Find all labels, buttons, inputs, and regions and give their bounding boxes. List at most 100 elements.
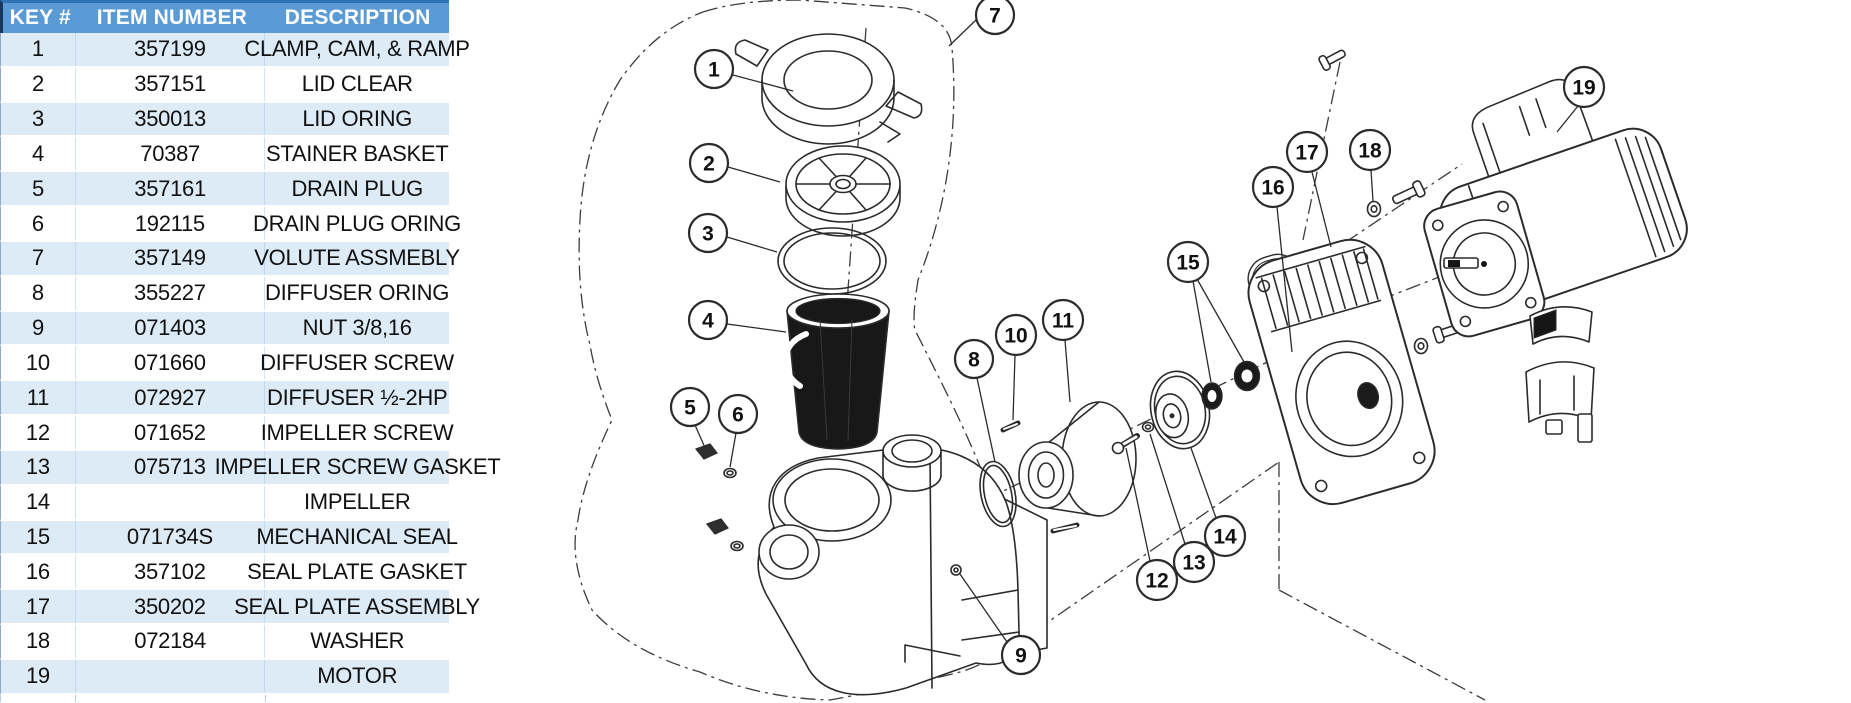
impeller-screw-gasket-drawing	[1141, 421, 1155, 433]
desc-cell: IMPELLER SCREW	[260, 419, 454, 445]
callout-balloon-16	[1251, 165, 1295, 209]
desc-cell: WASHER	[310, 628, 405, 654]
callout-leader-13	[1149, 433, 1186, 545]
header-description: DESCRIPTION	[284, 6, 431, 29]
desc-cell: VOLUTE ASSMEBLY	[254, 245, 460, 271]
callout-balloon-4	[687, 299, 729, 341]
item-cell: 350013	[76, 102, 266, 136]
callout-balloon-8	[953, 338, 995, 380]
callout-balloon-5	[669, 386, 711, 428]
desc-cell: DIFFUSER SCREW	[260, 349, 454, 375]
callout-balloon-9	[1000, 634, 1042, 676]
callout-balloon-18	[1348, 128, 1392, 172]
item-cell	[76, 485, 266, 519]
mechanical-seal-drawing	[1201, 360, 1261, 410]
callout-balloon-1	[693, 48, 735, 90]
item-cell	[76, 659, 266, 693]
callout-number-16: 16	[1261, 177, 1284, 200]
callout-balloon-7	[974, 0, 1016, 36]
callout-number-12: 12	[1145, 570, 1168, 593]
callout-leader-16	[1276, 206, 1293, 353]
item-cell: 071660	[76, 346, 265, 380]
callout-leader-11	[1064, 339, 1071, 403]
key-cell: 18	[1, 625, 76, 658]
callout-leader-18	[1370, 169, 1374, 202]
callout-leader-15	[1196, 278, 1245, 363]
seal-plate-drawing	[1247, 238, 1436, 506]
desc-cell: DIFFUSER ORING	[264, 280, 450, 306]
key-cell: 2	[1, 67, 76, 101]
callout-leader-2	[727, 166, 781, 183]
key-cell: 8	[1, 276, 76, 310]
phantom-outline	[574, 0, 1486, 701]
callout-number-18: 18	[1358, 140, 1382, 163]
item-cell: 071652	[76, 416, 265, 449]
callout-balloon-15	[1166, 240, 1210, 284]
callout-number-9: 9	[1015, 645, 1027, 668]
callout-number-4: 4	[702, 310, 714, 333]
item-cell: 70387	[76, 137, 266, 171]
parts-table-header: KEY # ITEM NUMBER DESCRIPTION	[0, 0, 449, 33]
callout-balloon-19	[1562, 65, 1606, 109]
callout-number-11: 11	[1052, 310, 1075, 333]
desc-cell: LID ORING	[302, 106, 413, 132]
key-cell: 6	[1, 207, 76, 240]
drain-plug-oring-drawing	[723, 467, 744, 552]
drain-plug-drawing	[695, 443, 729, 535]
callout-balloon-10	[994, 313, 1038, 357]
callout-balloon-11	[1041, 298, 1085, 342]
item-cell: 192115	[76, 207, 265, 240]
callout-leader-9	[959, 573, 1008, 643]
callout-leader-14	[1190, 447, 1217, 519]
key-cell: 4	[1, 137, 76, 171]
item-cell: 357161	[76, 172, 266, 206]
lid-drawing	[785, 145, 901, 237]
callout-leader-17	[1311, 171, 1332, 248]
desc-cell: NUT 3/8,16	[302, 315, 412, 341]
washer-drawing	[1366, 200, 1429, 355]
callout-number-6: 6	[732, 404, 744, 427]
key-cell: 12	[1, 416, 76, 449]
callout-number-3: 3	[702, 223, 714, 246]
item-cell: 072184	[76, 625, 266, 658]
header-key-number: KEY #	[9, 6, 71, 29]
callout-balloon-12	[1135, 558, 1179, 602]
callout-number-17: 17	[1295, 142, 1318, 165]
item-cell: 072927	[76, 381, 266, 415]
item-cell: 357151	[76, 67, 266, 101]
item-cell: 357199	[76, 33, 265, 66]
desc-cell: DIFFUSER ½-2HP	[267, 384, 448, 410]
diffuser-oring-drawing	[979, 460, 1017, 528]
desc-cell: MECHANICAL SEAL	[256, 524, 458, 549]
callout-leader-4	[726, 323, 787, 333]
callout-leader-6	[729, 432, 737, 468]
callout-number-13: 13	[1182, 552, 1205, 575]
key-cell: 15	[1, 520, 76, 554]
key-cell: 11	[1, 381, 76, 415]
callout-leader-12	[1125, 447, 1151, 562]
desc-cell: STAINER BASKET	[265, 140, 449, 166]
item-cell: 071403	[76, 311, 266, 345]
callout-balloon-13	[1172, 540, 1216, 584]
callout-number-14: 14	[1213, 526, 1237, 549]
key-cell: 14	[1, 485, 76, 519]
item-cell: 075713	[76, 450, 265, 484]
key-cell: 7	[1, 241, 76, 275]
key-cell: 3	[1, 102, 76, 136]
callout-leader-5	[694, 424, 707, 451]
diffuser-drawing	[1018, 401, 1137, 517]
